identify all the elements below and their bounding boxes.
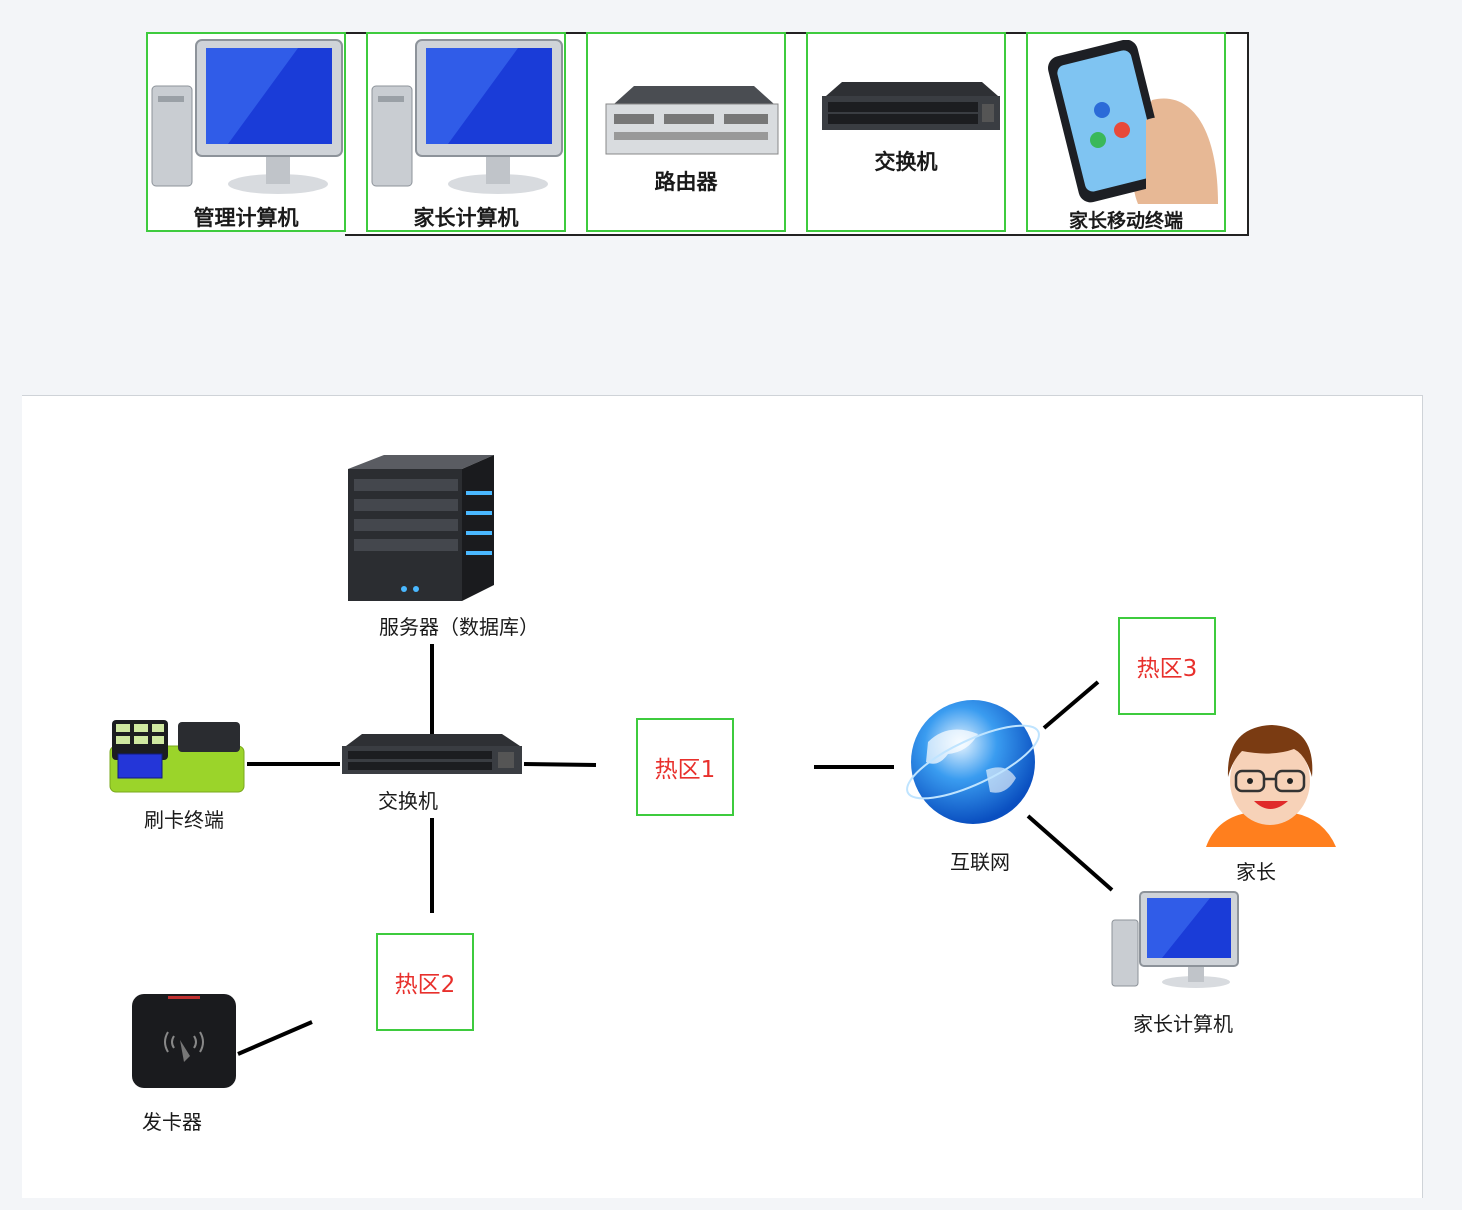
card-terminal-icon [109, 720, 245, 793]
internet-node[interactable] [898, 692, 1048, 836]
parent-computer-node[interactable] [1110, 890, 1240, 994]
card-terminal-node[interactable] [108, 716, 246, 800]
globe-icon [906, 700, 1040, 824]
palette-label: 交换机 [874, 150, 938, 174]
switch-node[interactable] [340, 734, 524, 782]
palette-slot-mobile[interactable]: 家长移动终端 [1026, 32, 1226, 232]
parent-label: 家长 [1236, 860, 1276, 884]
network-diagram: 服务器（数据库） 交换机 刷卡终端 [22, 395, 1423, 1198]
palette-slot-admin-computer[interactable]: 管理计算机 [146, 32, 346, 232]
card-terminal-label: 刷卡终端 [144, 808, 224, 832]
computer-icon [1111, 891, 1239, 988]
router-icon [605, 86, 779, 155]
switch-label: 交换机 [378, 789, 438, 813]
connection-lines [237, 644, 1114, 1056]
switch-icon [342, 734, 522, 774]
server-node[interactable] [344, 451, 494, 605]
link-internet-hotspot3 [1042, 680, 1100, 730]
person-avatar-icon [1206, 725, 1336, 847]
computer-icon [371, 39, 563, 194]
palette-label: 管理计算机 [193, 206, 299, 230]
palette-slot-switch[interactable]: 交换机 [806, 32, 1006, 232]
internet-label: 互联网 [950, 850, 1010, 874]
smartphone-icon [1048, 40, 1218, 204]
link-internet-parentpc [1026, 814, 1114, 892]
link-switch-hotspot1 [523, 762, 597, 767]
switch-icon [822, 82, 1000, 130]
parent-node[interactable] [1202, 721, 1338, 851]
hotspot-2[interactable]: 热区2 [376, 933, 474, 1031]
card-issuer-label: 发卡器 [142, 1110, 202, 1134]
computer-icon [151, 39, 343, 194]
server-label: 服务器（数据库） [379, 615, 539, 639]
card-issuer-node[interactable] [128, 992, 240, 1094]
hotspot-1[interactable]: 热区1 [636, 718, 734, 816]
parent-computer-label: 家长计算机 [1133, 1012, 1233, 1036]
palette-label: 家长计算机 [413, 206, 519, 230]
card-reader-icon [132, 994, 236, 1088]
server-icon [348, 455, 494, 601]
palette-slot-parent-computer[interactable]: 家长计算机 [366, 32, 566, 232]
link-hotspot2-issuer [237, 1020, 313, 1056]
hotspot-3[interactable]: 热区3 [1118, 617, 1216, 715]
palette-slot-router[interactable]: 路由器 [586, 32, 786, 232]
palette-label: 家长移动终端 [1068, 210, 1183, 232]
palette-label: 路由器 [654, 170, 718, 194]
